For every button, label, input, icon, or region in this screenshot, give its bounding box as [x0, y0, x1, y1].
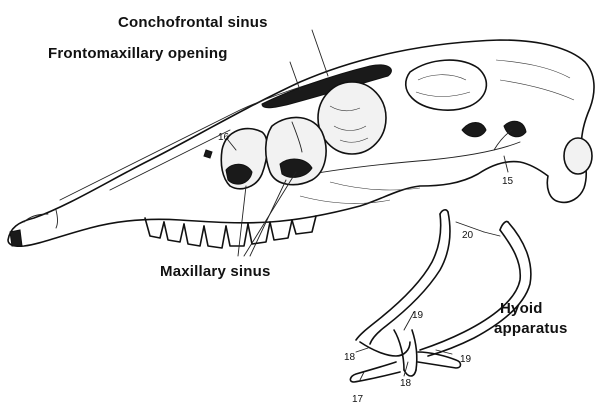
label-frontomaxillary-opening: Frontomaxillary opening — [48, 45, 228, 62]
number-16: 16 — [218, 132, 230, 143]
number-20: 20 — [462, 230, 474, 241]
number-18-bottom: 18 — [400, 378, 412, 389]
hyoid-drawing — [350, 210, 531, 382]
skull-drawing — [8, 40, 594, 248]
diagram-labels: Conchofrontal sinus Frontomaxillary open… — [48, 14, 568, 405]
number-18-left: 18 — [344, 352, 356, 363]
label-conchofrontal-sinus: Conchofrontal sinus — [118, 14, 268, 31]
label-hyoid: Hyoid — [500, 300, 543, 317]
number-19-lower: 19 — [460, 354, 472, 365]
label-maxillary-sinus: Maxillary sinus — [160, 263, 271, 280]
number-19-upper: 19 — [412, 310, 424, 321]
label-apparatus: apparatus — [494, 320, 568, 337]
number-15: 15 — [502, 176, 514, 187]
number-17: 17 — [352, 394, 364, 405]
